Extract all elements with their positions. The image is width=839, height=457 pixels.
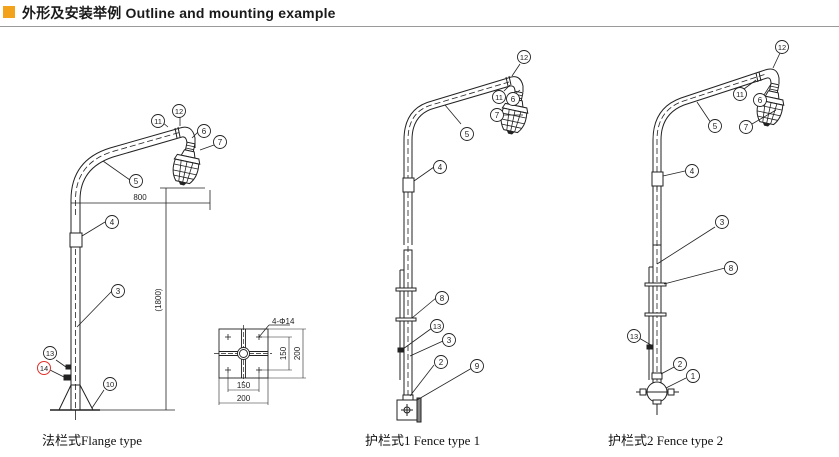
dim-outer-height: 200 (293, 346, 302, 360)
callout-6: 6 (506, 92, 520, 106)
svg-text:12: 12 (175, 107, 183, 116)
callout-3: 3 (442, 333, 456, 347)
callout-2: 2 (673, 357, 687, 371)
callout-3: 3 (111, 284, 125, 298)
callout-12: 12 (517, 50, 531, 64)
callout-3: 3 (715, 215, 729, 229)
callout-6: 6 (753, 93, 767, 107)
pole (636, 68, 780, 415)
svg-text:10: 10 (106, 380, 114, 389)
callout-7: 7 (490, 108, 504, 122)
pole (395, 75, 524, 423)
callout-7: 7 (739, 120, 753, 134)
svg-text:12: 12 (778, 43, 786, 52)
svg-text:3: 3 (116, 287, 121, 296)
dim-outer-width: 200 (237, 394, 251, 403)
callout-13: 13 (430, 319, 444, 333)
callout-4: 4 (433, 160, 447, 174)
svg-text:8: 8 (440, 294, 445, 303)
flange-plate-detail (214, 324, 306, 405)
dim-inner-spacing-h: 150 (237, 381, 251, 390)
svg-text:9: 9 (475, 362, 480, 371)
section-title: 外形及安装举例 Outline and mounting example (22, 5, 336, 21)
svg-text:2: 2 (439, 358, 444, 367)
callout-6: 6 (197, 124, 211, 138)
callout-12: 12 (775, 40, 789, 54)
dim-arm-reach: 800 (133, 193, 147, 202)
svg-text:5: 5 (134, 177, 139, 186)
callout-5: 5 (129, 174, 143, 188)
callout-11: 11 (492, 90, 506, 104)
svg-text:6: 6 (202, 127, 207, 136)
dim-hole-spec: 4-Φ14 (272, 317, 295, 326)
svg-text:4: 4 (690, 167, 695, 176)
svg-text:11: 11 (495, 93, 503, 102)
svg-text:5: 5 (713, 122, 718, 131)
callout-13: 13 (627, 329, 641, 343)
svg-text:6: 6 (511, 95, 516, 104)
callout-8: 8 (724, 261, 738, 275)
callout-7: 7 (213, 135, 227, 149)
callout-11: 11 (151, 114, 165, 128)
header-divider (0, 26, 839, 27)
callout-1: 1 (686, 369, 700, 383)
callout-8: 8 (435, 291, 449, 305)
figure-fence-type-1: 12 11 6 7 5 4 8 13 3 2 9 (395, 50, 533, 423)
svg-text:2: 2 (678, 360, 683, 369)
callout-4: 4 (105, 215, 119, 229)
callout-11: 11 (733, 87, 747, 101)
svg-text:14: 14 (40, 364, 48, 373)
svg-text:3: 3 (720, 218, 725, 227)
svg-text:1: 1 (691, 372, 696, 381)
caption-flange-type: 法栏式Flange type (42, 433, 143, 448)
svg-text:13: 13 (630, 332, 638, 341)
svg-text:8: 8 (729, 264, 734, 273)
dim-height: (1800) (154, 288, 163, 311)
svg-text:5: 5 (465, 130, 470, 139)
callout-9: 9 (470, 359, 484, 373)
dimension-lines (71, 187, 211, 411)
svg-text:6: 6 (758, 96, 763, 105)
svg-text:4: 4 (438, 163, 443, 172)
svg-text:4: 4 (110, 218, 115, 227)
figure-flange-type: 800 (1800) 11 12 6 7 5 4 3 13 14 10 (37, 104, 227, 420)
svg-text:13: 13 (46, 349, 54, 358)
callout-4: 4 (685, 164, 699, 178)
accent-square-icon (3, 6, 15, 18)
callout-14-highlighted: 14 (37, 361, 51, 375)
svg-text:11: 11 (736, 90, 744, 99)
svg-text:3: 3 (447, 336, 452, 345)
callout-2: 2 (434, 355, 448, 369)
svg-text:7: 7 (495, 111, 500, 120)
callout-13: 13 (43, 346, 57, 360)
pole (50, 126, 196, 420)
callout-10: 10 (103, 377, 117, 391)
svg-text:11: 11 (154, 117, 162, 126)
callout-12: 12 (172, 104, 186, 118)
figure-fence-type-2: 12 11 6 7 5 4 3 8 13 2 1 (627, 40, 789, 415)
svg-text:13: 13 (433, 322, 441, 331)
svg-text:7: 7 (744, 123, 749, 132)
callout-5: 5 (708, 119, 722, 133)
dim-inner-spacing-v: 150 (279, 346, 288, 360)
callout-5: 5 (460, 127, 474, 141)
svg-text:12: 12 (520, 53, 528, 62)
caption-fence-type-1: 护栏式1 Fence type 1 (365, 433, 481, 448)
caption-fence-type-2: 护栏式2 Fence type 2 (608, 433, 724, 448)
section-header: 外形及安装举例 Outline and mounting example (0, 0, 839, 28)
svg-text:7: 7 (218, 138, 223, 147)
